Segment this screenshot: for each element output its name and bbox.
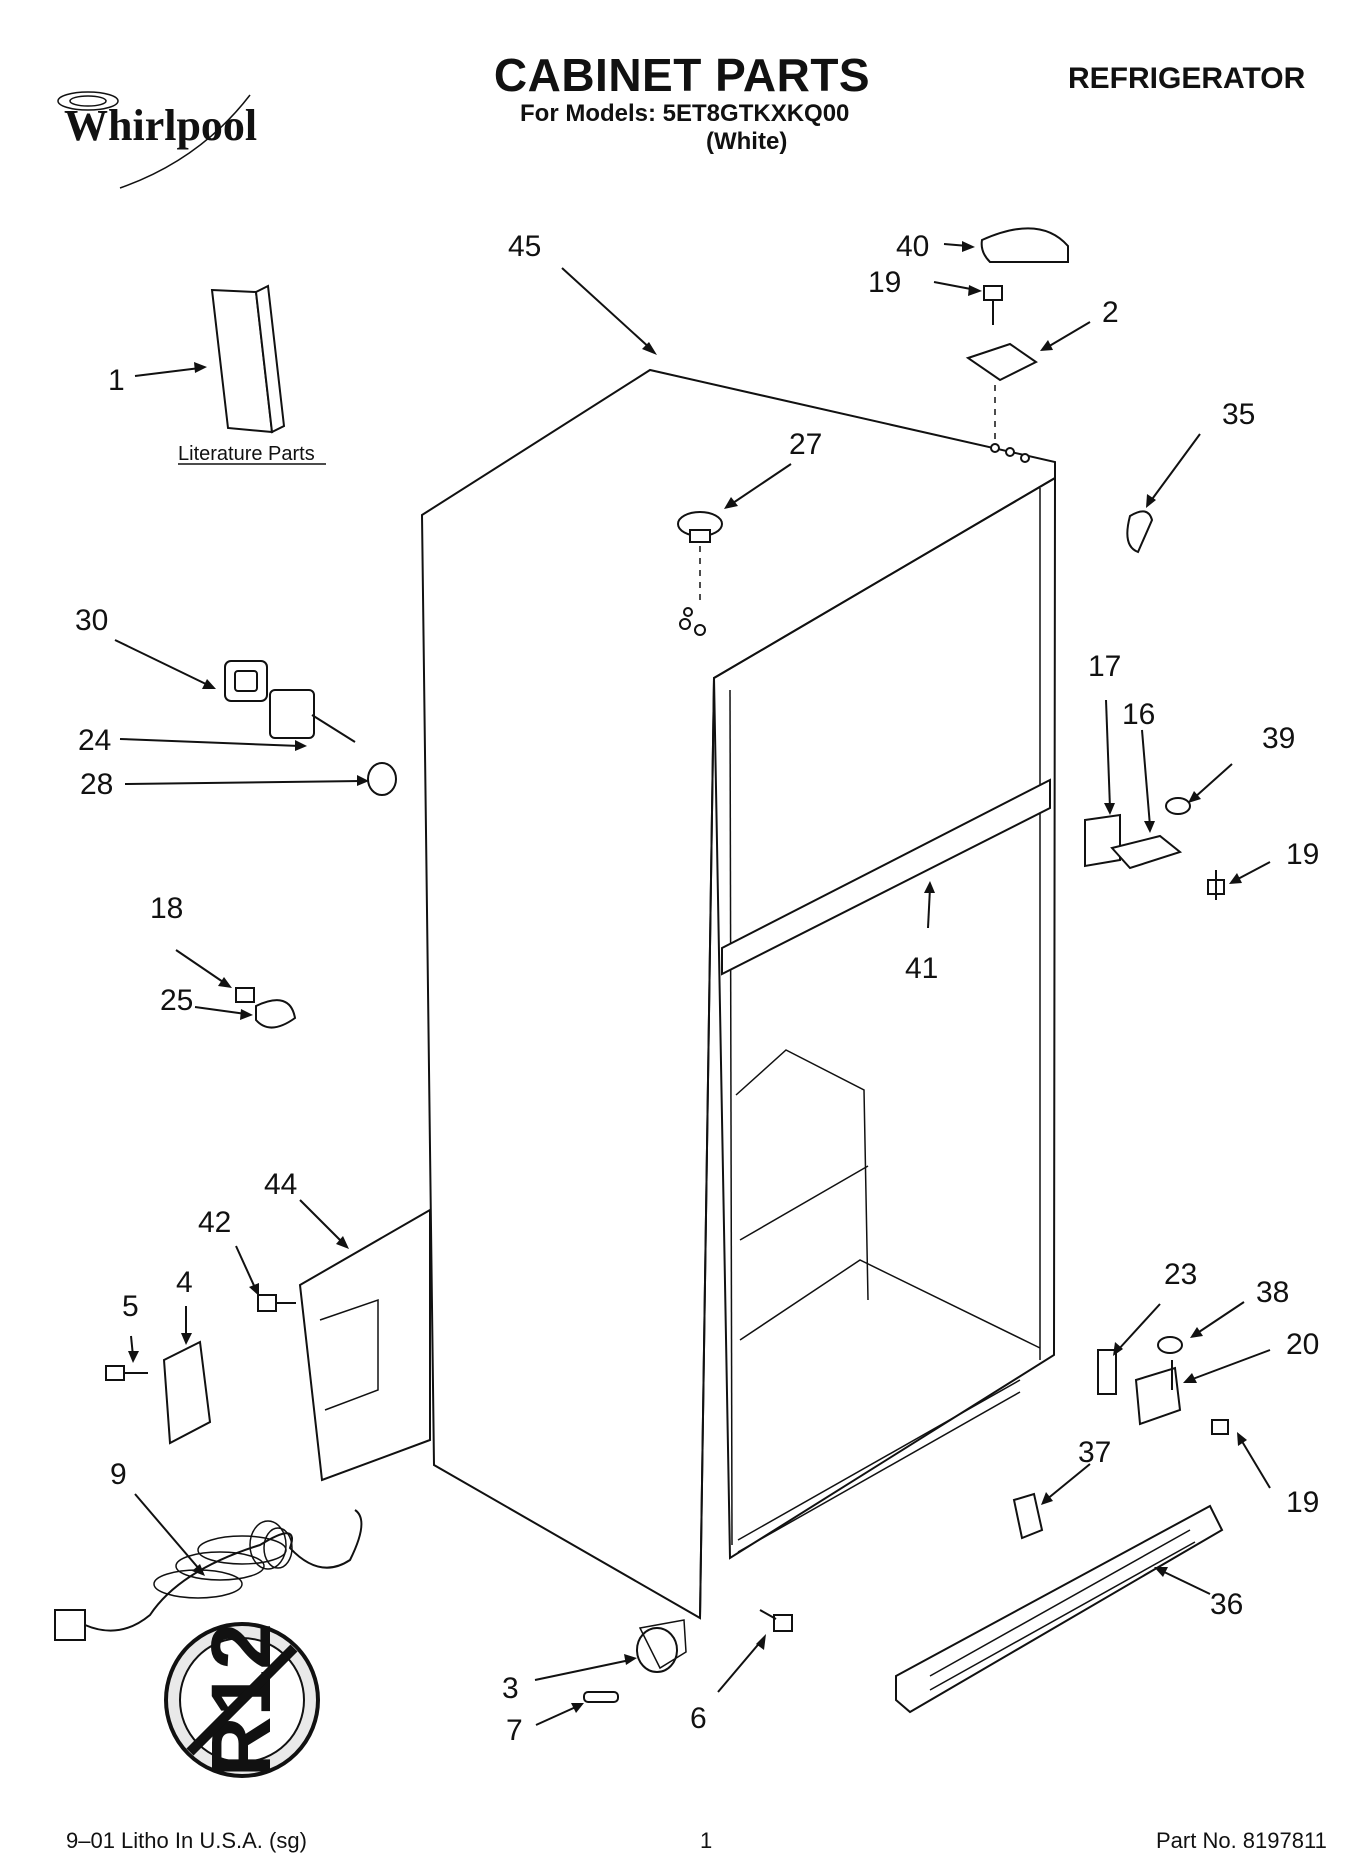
bezel-gasket-inner xyxy=(234,670,258,692)
litho-note: 9–01 Litho In U.S.A. (sg) xyxy=(66,1828,307,1853)
cabinet-body xyxy=(420,368,1057,1620)
callout-38: 38 xyxy=(1256,1276,1289,1309)
callout-30: 30 xyxy=(75,604,108,637)
callout-18: 18 xyxy=(150,892,183,925)
screw-rear-panel xyxy=(257,1294,296,1312)
shaft-grommet xyxy=(367,762,397,796)
callout-45: 45 xyxy=(508,230,541,263)
callout-41: 41 xyxy=(905,952,938,985)
bottom-hinge-shim xyxy=(1097,1349,1117,1395)
callout-20: 20 xyxy=(1286,1328,1319,1361)
cabinet-top-plug xyxy=(677,511,723,600)
electrical-cover xyxy=(162,1340,212,1445)
callout-labels: 45 40 19 2 35 27 1 30 24 28 17 16 39 19 … xyxy=(75,230,1319,1747)
callout-19-bottom: 19 xyxy=(1286,1486,1319,1519)
callout-6: 6 xyxy=(690,1702,707,1735)
models-line: For Models: 5ET8GTKXKQ00 xyxy=(520,100,850,127)
screw-electrical-cover xyxy=(105,1365,148,1381)
toe-grille xyxy=(895,1504,1224,1714)
hinge-cover xyxy=(980,227,1069,263)
top-hinge xyxy=(965,342,1038,382)
product-type: REFRIGERATOR xyxy=(1068,62,1306,95)
bottom-washer xyxy=(1157,1336,1183,1354)
whirlpool-logo: Whirlpool xyxy=(57,91,257,189)
callout-9: 9 xyxy=(110,1458,127,1491)
page-number: 1 xyxy=(700,1828,713,1853)
callout-7: 7 xyxy=(506,1714,523,1747)
part-number: Part No. 8197811 xyxy=(1156,1828,1327,1853)
screw-roller xyxy=(759,1609,793,1632)
callout-36: 36 xyxy=(1210,1588,1243,1621)
screw-bottom-hinge xyxy=(1211,1419,1229,1435)
screw-top-hinge xyxy=(983,285,1003,325)
literature-parts-booklet xyxy=(210,284,286,434)
page-title: CABINET PARTS xyxy=(493,49,871,101)
callout-19-top: 19 xyxy=(868,266,901,299)
power-cord xyxy=(54,1509,363,1641)
rear-panel-cover xyxy=(298,1208,431,1482)
roller-pin xyxy=(583,1691,619,1703)
callout-40: 40 xyxy=(896,230,929,263)
callout-5: 5 xyxy=(122,1290,139,1323)
brand-logo-text: Whirlpool xyxy=(64,101,257,150)
callout-27: 27 xyxy=(789,428,822,461)
center-washer xyxy=(1165,797,1191,815)
callout-4: 4 xyxy=(176,1266,193,1299)
callout-39: 39 xyxy=(1262,722,1295,755)
callout-35: 35 xyxy=(1222,398,1255,431)
top-clip xyxy=(1126,510,1154,554)
callout-24: 24 xyxy=(78,724,111,757)
callout-25: 25 xyxy=(160,984,193,1017)
callout-3: 3 xyxy=(502,1672,519,1705)
screw-center-hinge xyxy=(1207,870,1225,900)
center-hinge xyxy=(1110,834,1183,870)
callout-23: 23 xyxy=(1164,1258,1197,1291)
center-hinge-bracket xyxy=(1084,813,1121,868)
callout-28: 28 xyxy=(80,768,113,801)
leader-lines xyxy=(114,241,1271,1726)
front-roller xyxy=(636,1619,687,1673)
tubing-clamp xyxy=(235,987,297,1029)
callout-2: 2 xyxy=(1102,296,1119,329)
callout-16: 16 xyxy=(1122,698,1155,731)
bottom-hinge xyxy=(1134,1360,1182,1426)
callout-1: 1 xyxy=(108,364,125,397)
callout-42: 42 xyxy=(198,1206,231,1239)
control-shaft xyxy=(269,689,356,743)
callout-17: 17 xyxy=(1088,650,1121,683)
callout-19-center: 19 xyxy=(1286,838,1319,871)
grille-clip xyxy=(1012,1492,1044,1540)
color-line: (White) xyxy=(706,128,788,155)
callout-37: 37 xyxy=(1078,1436,1111,1469)
callout-44: 44 xyxy=(264,1168,297,1201)
literature-parts-label: Literature Parts xyxy=(178,443,315,465)
no-r12-symbol: R12 xyxy=(164,1622,320,1778)
